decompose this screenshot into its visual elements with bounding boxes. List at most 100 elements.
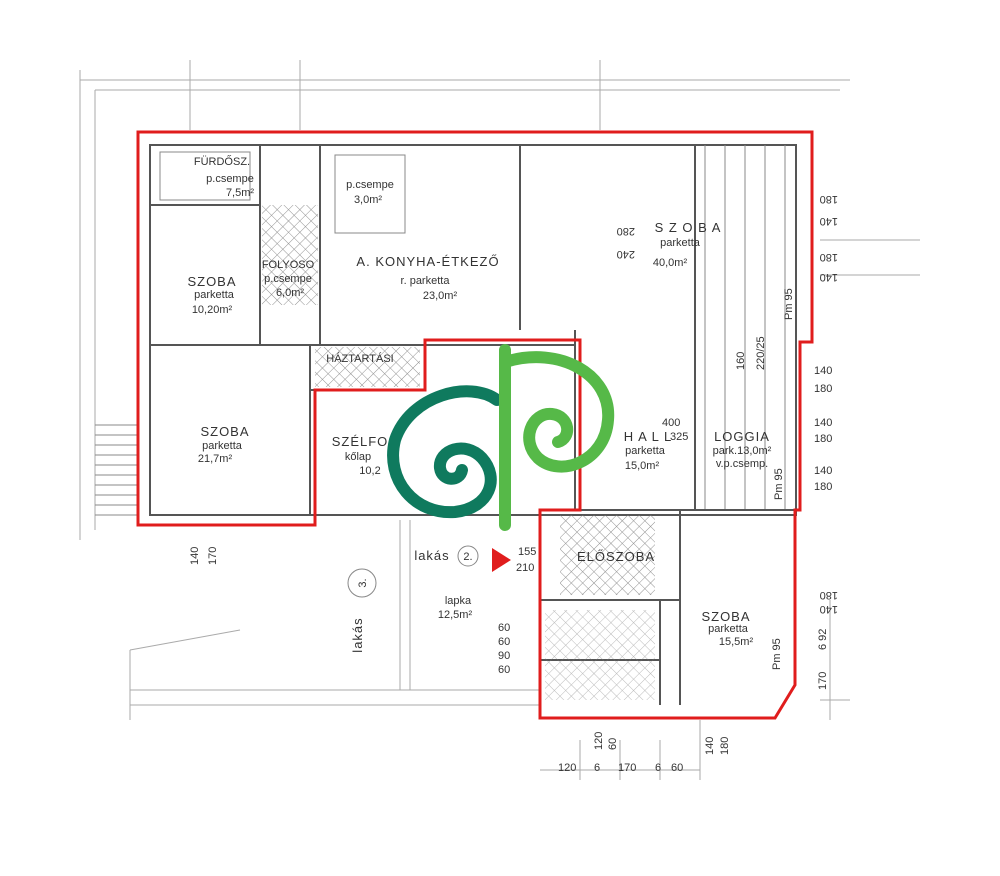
room-area: 15,5m² [719,636,754,648]
room-wc: p.csempe 3,0m² [346,179,394,206]
dim: 60 [498,664,510,676]
room-name: SZOBA [200,424,249,439]
room-area: 40,0m² [653,257,688,269]
room-floor: r. parketta [401,275,451,287]
room-floor: park.13,0m² [713,445,772,457]
dim: 160 [735,352,747,370]
dim: 140 [704,737,716,755]
hatch-eloszoba [560,515,655,595]
room-floor: p.csempe [346,179,394,191]
dim: 180 [719,737,731,755]
room-szoba-se: SZOBA parketta 15,5m² [701,609,753,648]
room-name: FÜRDŐSZ. [194,154,250,168]
dim: 210 [516,562,534,574]
room-name: A. KONYHA-ÉTKEZŐ [356,254,499,269]
dim: 140 [820,215,838,227]
dim: 155 [518,546,536,558]
room-floor: parketta [202,440,243,452]
room-name: HÁZTARTÁSI [326,352,393,365]
room-area: 12,5m² [438,609,473,621]
room-floor: parketta [660,237,701,249]
dim: 60 [498,622,510,634]
room-konyha: A. KONYHA-ÉTKEZŐ r. parketta 23,0m² [356,254,499,302]
room-area: 23,0m² [423,290,458,302]
room-haztartasi: HÁZTARTÁSI [326,352,393,365]
dim: 140 [189,547,201,565]
dim: 180 [814,481,832,493]
hatch-haztartasi [315,347,420,387]
dim: 240 [617,248,635,260]
hatch-bath-se [545,610,655,700]
dim: 180 [820,251,838,263]
logo-light-spiral [499,351,615,473]
room-folyoso: FOLYOSO p.csempe 6,0m² [262,259,315,299]
dim: 140 [820,271,838,283]
room-floor: parketta [708,623,749,635]
dim: 140 [814,465,832,477]
dim: 280 [617,225,635,237]
room-szelfogo: SZÉLFO kőlap 10,2 [332,434,389,477]
dimensions: 180 140 180 140 240 280 140 180 140 180 … [189,193,838,774]
room-area: 10,2 [359,465,380,477]
room-szoba-w2: SZOBA parketta 21,7m² [198,424,249,465]
watermark-logo [387,344,615,531]
room-name: SZOBA [187,274,236,289]
dim: 180 [820,589,838,601]
dim: 140 [820,603,838,615]
room-area: 6,0m² [276,287,304,299]
room-area: 3,0m² [354,194,382,206]
dim: 120 [593,732,605,750]
room-name: SZÉLFO [332,434,389,449]
room-area: 10,20m² [192,304,233,316]
dim: 60 [498,636,510,648]
lakas-text: lakás [414,548,449,563]
room-area: 21,7m² [198,453,233,465]
construction-lines [79,60,920,780]
logo-dark-spiral [387,385,503,519]
dim: 220/25 [755,336,767,370]
lakas-3-label: 3. lakás [347,568,377,653]
room-furdoszoba: FÜRDŐSZ. p.csempe 7,5m² [194,154,255,199]
room-floor: kőlap [345,451,371,463]
dim: 140 [814,417,832,429]
dim: 325 [670,431,688,443]
lakas-number: 2. [463,551,472,563]
room-eloszoba: ELŐSZOBA [577,549,655,564]
room-name: FOLYOSO [262,259,315,271]
dim: 170 [207,547,219,565]
dim: 6 [655,762,661,774]
room-name: LOGGIA [714,429,770,444]
lakas-text: lakás [350,617,365,652]
room-area: 15,0m² [625,460,660,472]
stair-lines [95,424,138,516]
hatch-folyoso [262,205,318,305]
room-floor: p.csempe [206,173,254,185]
room-area: v.p.csemp. [716,458,768,470]
room-name: SZOBA [701,609,750,624]
room-loggia: LOGGIA park.13,0m² v.p.csemp. [713,429,772,470]
dim: Pm 95 [773,468,785,500]
room-floor: lapka [445,595,472,607]
dim: 400 [662,417,680,429]
dim: 170 [618,762,636,774]
room-floor: parketta [625,445,666,457]
lakas-number: 3. [357,578,369,587]
room-floor: parketta [194,289,235,301]
dim: 90 [498,650,510,662]
dim: 180 [814,383,832,395]
room-name: ELŐSZOBA [577,549,655,564]
dim: 6 [594,762,600,774]
room-name: H A L L [624,429,672,444]
room-name: S Z O B A [655,220,722,235]
dim: Pm 95 [771,638,783,670]
room-szoba-w1: SZOBA parketta 10,20m² [187,274,236,316]
dim: 180 [820,193,838,205]
dim: 60 [671,762,683,774]
room-floor: p.csempe [264,273,312,285]
dim: 60 [607,738,619,750]
apartment-outline [136,130,814,720]
room-lepcso: lapka 12,5m² [438,595,473,621]
dim: 140 [814,365,832,377]
dim: 180 [814,433,832,445]
